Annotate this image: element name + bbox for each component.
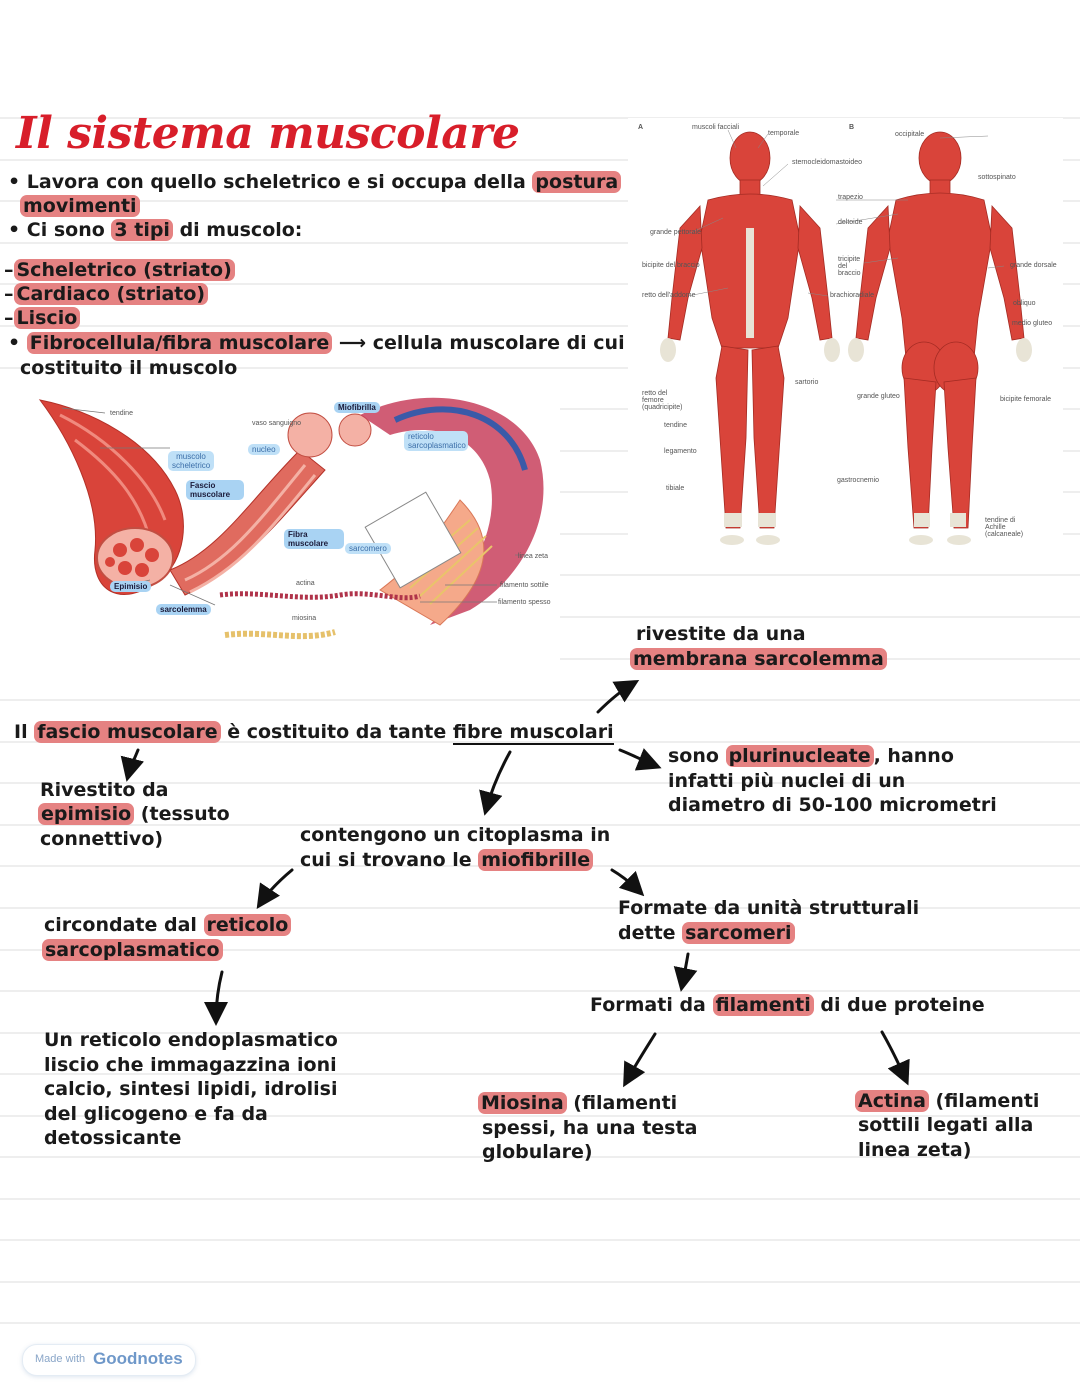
lbl-occipitale: occipitale [895,131,925,138]
label-filamento-spesso: filamento spesso [498,599,551,606]
map-epimisio-2: epimisio (tessuto [38,802,230,827]
map-citoplasma-2: cui si trovano le miofibrille [300,848,594,873]
lbl-sartorio: sartorio [795,379,819,386]
body-label-b: B [849,124,855,131]
lbl-brachioradiale: brachioradiale [830,292,874,299]
label-muscolo-scheletrico: muscolo scheletrico [168,451,214,471]
map-plurinucleate-2: infatti più nuclei di un [668,770,906,792]
map-reticolo-2: sarcoplasmatico [42,938,223,963]
lbl-grande-pettorale: grande pettorale [650,229,701,236]
lbl-grande-gluteo: grande gluteo [857,393,900,400]
label-sarcolemma: sarcolemma [156,604,211,615]
map-plurinucleate-3: diametro di 50-100 micrometri [668,794,997,816]
lbl-legamento: legamento [664,448,697,455]
map-sarcolemma-2: membrana sarcolemma [630,647,887,672]
map-endo-2: liscio che immagazzina ioni [44,1054,337,1076]
map-plurinucleate-1: sono plurinucleate, hanno [668,745,954,767]
lbl-bicipite-braccio: bicipite del braccio [642,262,700,269]
map-endo-5: detossicante [44,1127,182,1149]
lbl-temporale: temporale [768,130,800,137]
type-cardiaco: –Cardiaco (striato) [4,282,209,307]
label-tendine: tendine [110,410,133,417]
intro-types: • Ci sono 3 tipi di muscolo: [8,219,303,241]
map-reticolo-1: circondate dal reticolo [44,913,292,938]
lbl-sottospinato: sottospinato [978,174,1016,181]
body-label-a: A [638,124,644,131]
muscle-structure-diagram [0,380,560,670]
badge-brand: Goodnotes [93,1349,183,1368]
map-filamenti: Formati da filamenti di due proteine [590,994,985,1016]
map-endo-4: del glicogeno e fa da [44,1103,268,1125]
intro-line-2: movimenti [20,194,140,219]
lbl-tendine: tendine [664,422,687,429]
lbl-tricipite-braccio: tricipite del braccio [838,256,861,277]
map-citoplasma-1: contengono un citoplasma in [300,824,611,846]
label-miofibrilla: Miofibrilla [334,402,380,413]
map-sarcolemma-1: rivestite da una [636,623,806,645]
lbl-sternocleidomastoideo: sternocleidomastoideo [792,159,863,166]
lbl-tendine-achille: tendine di Achille (calcaneale) [985,517,1024,538]
lbl-bicipite-femorale: bicipite femorale [1000,396,1051,403]
map-root: Il fascio muscolare è costituito da tant… [14,721,614,745]
label-vaso: vaso sanguigno [252,420,302,427]
map-miosina-3: globulare) [482,1141,593,1163]
lbl-obliquo: obliquo [1013,300,1036,307]
label-actina: actina [296,580,315,587]
label-linea-zeta: linea zeta [518,553,548,560]
label-miosina: miosina [292,615,317,622]
intro-fibrocellula-2: costituito il muscolo [20,357,238,379]
intro-fibrocellula: • Fibrocellula/fibra muscolare ⟶ cellula… [8,332,645,354]
map-sarcomeri-1: Formate da unità strutturali [618,897,920,919]
label-fascio: Fascio muscolare [186,480,244,500]
map-endo-1: Un reticolo endoplasmatico [44,1029,338,1051]
map-endo-3: calcio, sintesi lipidi, idrolisi [44,1078,338,1100]
label-nucleo: nucleo [248,444,280,455]
label-filamento-sottile: filamento sottile [500,582,549,589]
lbl-deltoide: deltoide [838,219,863,226]
map-actina-2: sottili legati alla [858,1114,1034,1136]
label-reticolo: reticolo sarcoplasmatico [404,431,468,451]
map-sarcomeri-2: dette sarcomeri [618,921,795,946]
made-with-goodnotes-badge[interactable]: Made with Goodnotes [22,1344,196,1376]
type-liscio: –Liscio [4,306,81,331]
lbl-retto-femore: retto del femore (quadricipite) [642,390,683,411]
badge-made-with: Made with [35,1353,86,1365]
type-scheletrico: –Scheletrico (striato) [4,258,235,283]
lbl-retto-addome: retto dell'addome [642,292,696,299]
lbl-gastrocnemio: gastrocnemio [837,477,880,484]
lbl-grande-dorsale: grande dorsale [1010,262,1057,269]
map-epimisio-3: connettivo) [40,828,164,850]
label-sarcomero: sarcomero [345,543,391,554]
intro-line-1: • Lavora con quello scheletrico e si occ… [8,170,641,195]
map-actina-3: linea zeta) [858,1139,972,1161]
label-fibra: Fibra muscolare [284,529,344,549]
map-miosina-1: Miosina (filamenti [478,1091,677,1116]
map-epimisio-1: Rivestito da [40,779,169,801]
lbl-medio-gluteo: medio gluteo [1012,320,1053,327]
lbl-tibiale: tibiale [666,485,685,492]
lbl-muscoli-facciali: muscoli facciali [692,124,740,131]
label-epimisio: Epimisio [110,581,152,592]
map-miosina-2: spessi, ha una testa [482,1117,698,1139]
human-body-diagram [628,118,1063,558]
lbl-trapezio: trapezio [838,194,863,201]
map-actina-1: Actina (filamenti [855,1089,1039,1114]
page-title: Il sistema muscolare [16,108,520,159]
